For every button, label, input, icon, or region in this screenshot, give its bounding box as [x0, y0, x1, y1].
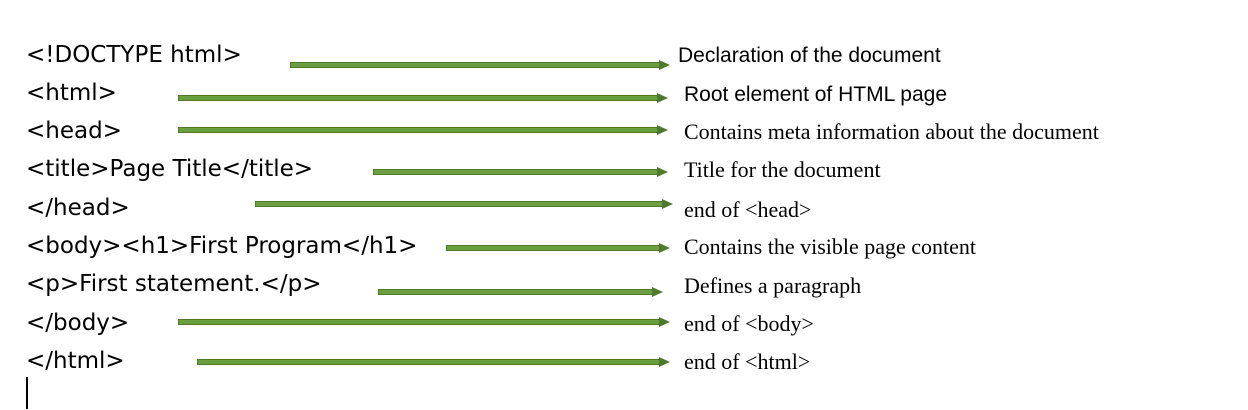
code-line-body-close: </body>: [26, 310, 130, 336]
arrow-icon: [197, 357, 670, 367]
arrow-icon: [255, 199, 673, 209]
desc-paragraph: Defines a paragraph: [684, 273, 862, 298]
arrow-icon: [178, 93, 668, 103]
arrow-icon: [290, 60, 670, 70]
desc-body-close: end of <body>: [684, 311, 814, 336]
code-line-html-close: </html>: [26, 348, 125, 374]
code-line-html: <html>: [26, 80, 117, 106]
text-cursor: [26, 377, 28, 409]
arrow-icon: [178, 125, 668, 135]
desc-doctype: Declaration of the document: [678, 44, 941, 67]
arrow-icon: [373, 167, 668, 177]
desc-title: Title for the document: [684, 157, 881, 182]
desc-html-close: end of <html>: [684, 349, 811, 374]
arrow-icon: [378, 287, 663, 297]
desc-html: Root element of HTML page: [684, 83, 948, 106]
arrow-icon: [446, 243, 670, 253]
code-line-head: <head>: [26, 118, 122, 144]
desc-body: Contains the visible page content: [684, 234, 977, 259]
desc-head: Contains meta information about the docu…: [684, 119, 1099, 144]
arrow-icon: [178, 317, 670, 327]
desc-head-close: end of <head>: [684, 197, 812, 222]
code-line-body: <body><h1>First Program</h1>: [26, 233, 418, 259]
code-line-paragraph: <p>First statement.</p>: [26, 271, 322, 297]
code-line-head-close: </head>: [26, 195, 130, 221]
code-line-doctype: <!DOCTYPE html>: [26, 42, 242, 68]
code-line-title: <title>Page Title</title>: [26, 156, 314, 182]
